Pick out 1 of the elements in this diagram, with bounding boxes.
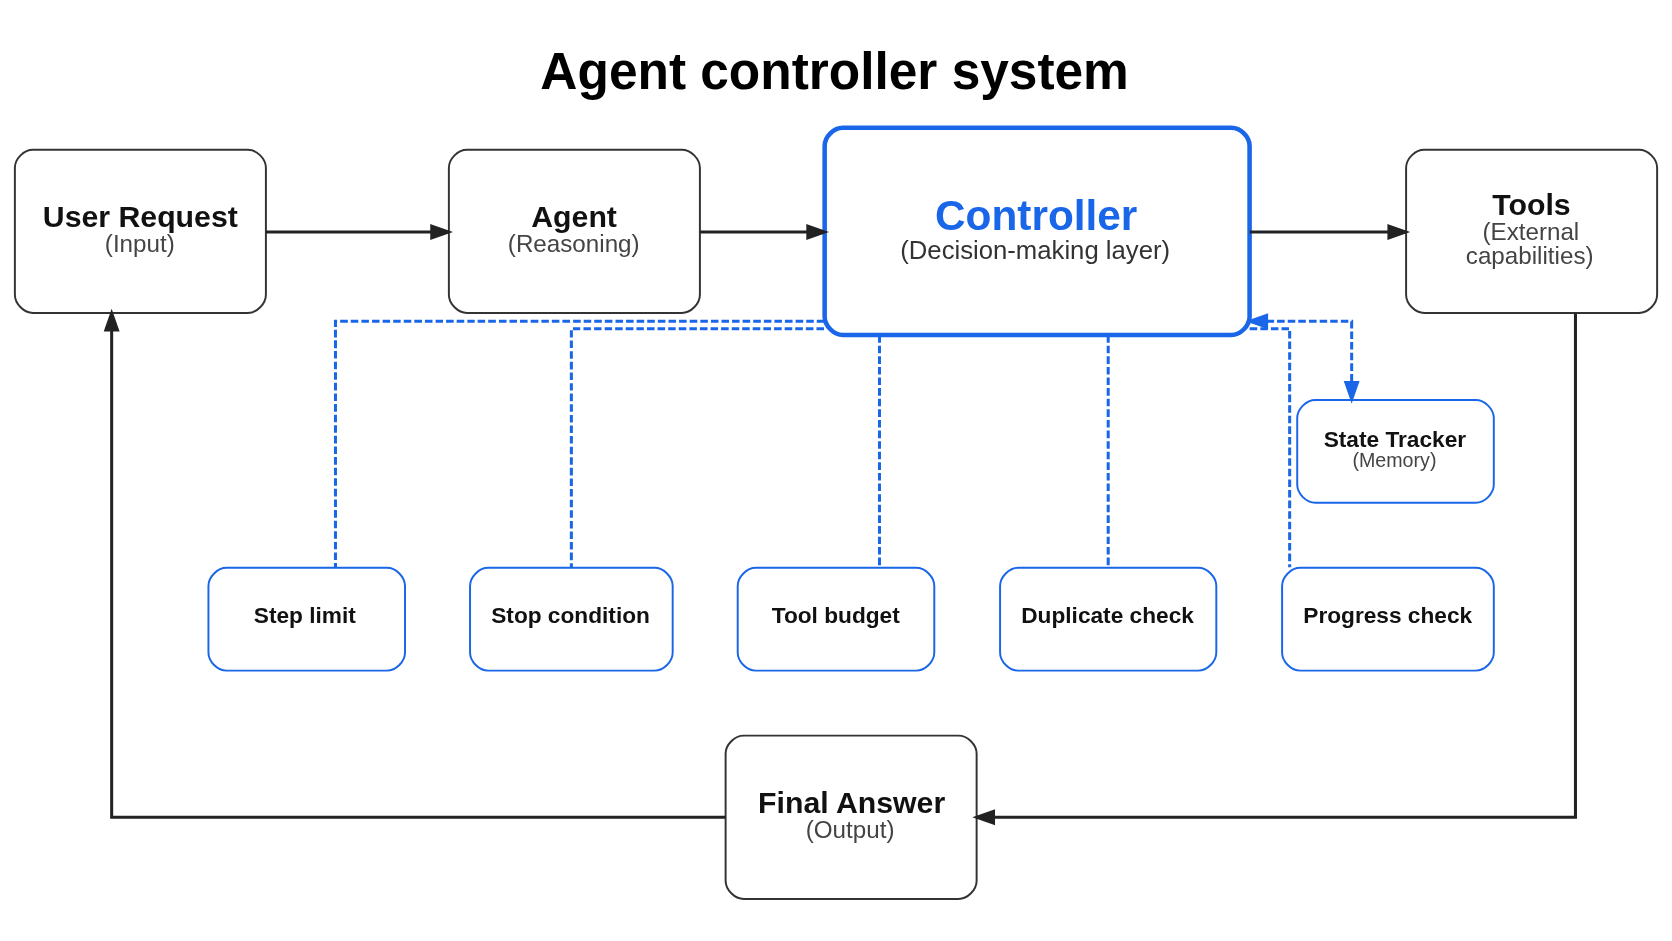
diagram-title: Agent controller system (540, 41, 1129, 100)
